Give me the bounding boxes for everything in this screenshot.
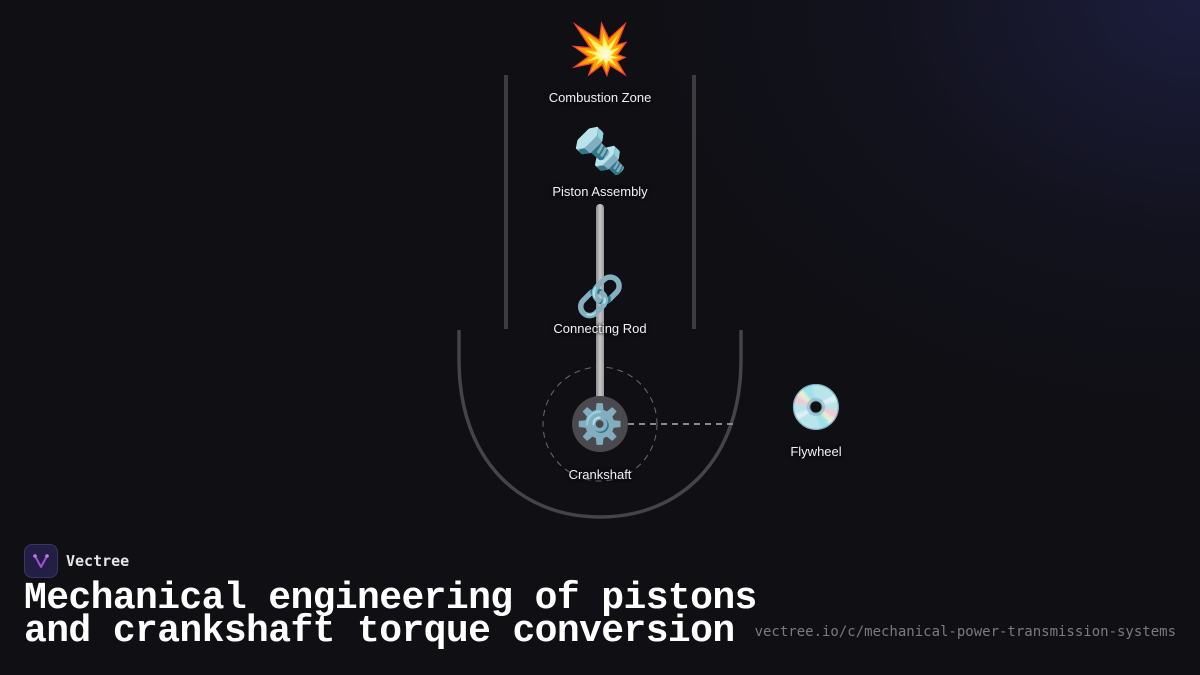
- brand-name: Vectree: [66, 552, 130, 570]
- node-label: Crankshaft: [568, 467, 632, 482]
- optical-disc-icon: 💿: [788, 382, 844, 433]
- node-flywheel[interactable]: 💿 Flywheel: [788, 382, 844, 460]
- node-label: Combustion Zone: [548, 90, 652, 105]
- title-line-2: and crankshaft torque conversion: [24, 610, 735, 653]
- node-piston-assembly[interactable]: 🔩 Piston Assembly: [552, 126, 648, 200]
- node-label: Piston Assembly: [552, 184, 648, 199]
- node-crankshaft[interactable]: Crankshaft: [569, 467, 632, 482]
- vectree-logo-icon: [24, 544, 58, 578]
- brand[interactable]: Vectree: [24, 544, 129, 578]
- source-url[interactable]: vectree.io/c/mechanical-power-transmissi…: [754, 624, 1176, 640]
- crankshaft-disc[interactable]: ⚙️: [572, 396, 628, 452]
- nut-and-bolt-icon: 🔩: [572, 126, 628, 177]
- node-combustion-zone[interactable]: 💥 Combustion Zone: [549, 24, 652, 105]
- crankcase-outline: [457, 330, 743, 519]
- title-line-1: Mechanical engineering of pistons: [24, 577, 757, 620]
- connecting-rod-bar: [596, 204, 604, 398]
- node-label: Flywheel: [790, 444, 842, 459]
- link-icon: 🔗: [575, 274, 625, 320]
- node-connecting-rod[interactable]: 🔗 Connecting Rod: [553, 277, 646, 336]
- gear-icon: ⚙️: [576, 402, 624, 446]
- page-title: Mechanical engineering of pistons and cr…: [24, 580, 757, 651]
- node-label: Connecting Rod: [553, 321, 647, 336]
- collision-icon: 💥: [568, 20, 632, 78]
